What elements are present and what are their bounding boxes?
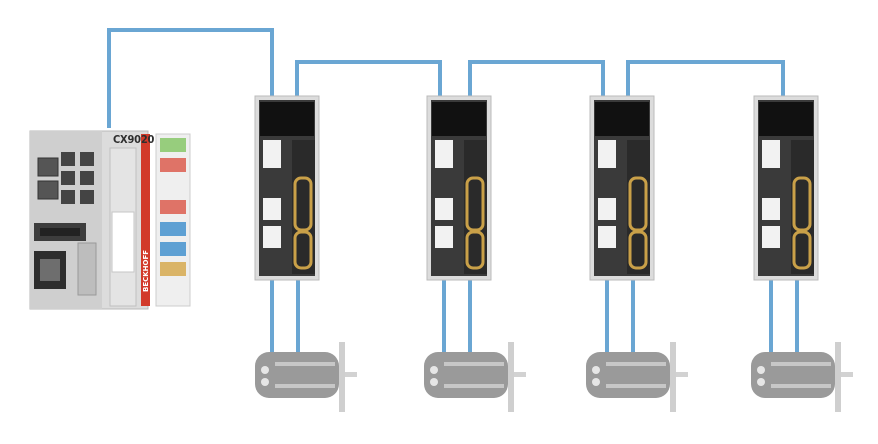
controller-status-panel (111, 211, 135, 273)
io-terminal-1 (160, 138, 186, 152)
plc-controller: BECKHOFF (29, 130, 191, 310)
usb-port-5 (61, 190, 75, 204)
ethernet-port-1 (37, 157, 59, 177)
controller-model-label: CX9020 (113, 133, 155, 146)
motor-flange (508, 342, 514, 412)
drive-connector-panel (292, 140, 315, 274)
motor-port-2 (592, 378, 600, 386)
motor-body (586, 352, 670, 398)
usb-port-2 (80, 152, 94, 166)
motor-port-2 (757, 378, 765, 386)
motor-port-2 (430, 378, 438, 386)
drive-db-connector-lower (293, 230, 313, 270)
drive-db-connector-upper (628, 176, 648, 232)
cable-drive-3-to-drive-4 (626, 60, 785, 96)
network-cables (107, 28, 799, 352)
usb-port-6 (80, 190, 94, 204)
motor-fin-2 (606, 384, 666, 388)
servo-motor-3 (586, 342, 688, 412)
servo-motor-1 (255, 342, 357, 412)
motor-fin-1 (275, 362, 335, 366)
motor-body (255, 352, 339, 398)
motor-fin-2 (275, 384, 335, 388)
motor-port-1 (757, 366, 765, 374)
dvi-pins (40, 228, 80, 236)
servo-motor-4 (751, 342, 853, 412)
drive-db-connector-upper (465, 176, 485, 232)
drive-display (432, 102, 486, 136)
servo-motors (255, 342, 853, 412)
drive-db-connector-lower (792, 230, 812, 270)
cf-card-slot (77, 242, 97, 296)
cable-drive-2-to-drive-3 (468, 60, 605, 96)
motor-flange (835, 342, 841, 412)
motor-fin-2 (444, 384, 504, 388)
drive-terminal-block-2 (598, 198, 616, 220)
motor-shaft (514, 372, 526, 377)
drive-connector-panel (791, 140, 814, 274)
cable-drive-1-to-drive-2 (295, 60, 442, 96)
motor-flange (670, 342, 676, 412)
ethernet-port-2 (37, 180, 59, 200)
drive-connector-panel (627, 140, 650, 274)
io-terminal-2 (160, 158, 186, 172)
drive-db-connector-lower (628, 230, 648, 270)
drive-connector-panel (464, 140, 487, 274)
usb-port-4 (80, 171, 94, 185)
drive-terminal-block-2 (435, 198, 453, 220)
drive-terminal-block-3 (263, 226, 281, 248)
usb-port-1 (61, 152, 75, 166)
controller-brand-stripe (141, 134, 150, 306)
io-terminal-4 (160, 222, 186, 236)
drive-terminal-block-2 (263, 198, 281, 220)
motor-body (751, 352, 835, 398)
drive-terminal-block-1 (762, 140, 780, 168)
drive-db-connector-upper (293, 176, 313, 232)
drive-display (260, 102, 314, 136)
drive-db-connector-lower (465, 230, 485, 270)
drive-terminal-block-3 (435, 226, 453, 248)
drive-terminal-block-3 (598, 226, 616, 248)
drive-display (595, 102, 649, 136)
controller-brand-label: BECKHOFF (142, 250, 150, 292)
drive-terminal-block-3 (762, 226, 780, 248)
motor-body (424, 352, 508, 398)
motor-port-1 (261, 366, 269, 374)
usb-port-3 (61, 171, 75, 185)
motor-fin-2 (771, 384, 831, 388)
io-terminal-5 (160, 242, 186, 256)
drive-terminal-block-1 (598, 140, 616, 168)
io-terminal-3 (160, 200, 186, 214)
motor-shaft (676, 372, 688, 377)
servo-drive-4 (753, 95, 819, 281)
motor-port-1 (430, 366, 438, 374)
motor-flange (339, 342, 345, 412)
drive-terminal-block-1 (263, 140, 281, 168)
drive-terminal-block-2 (762, 198, 780, 220)
motor-fin-1 (606, 362, 666, 366)
motor-port-1 (592, 366, 600, 374)
drive-terminal-block-1 (435, 140, 453, 168)
motor-shaft (345, 372, 357, 377)
drive-db-connector-upper (792, 176, 812, 232)
serial-port-face (40, 259, 60, 281)
servo-drive-3 (589, 95, 655, 281)
servo-drive-1 (254, 95, 320, 281)
motor-port-2 (261, 378, 269, 386)
motor-fin-1 (444, 362, 504, 366)
cable-controller-to-drive-1 (107, 28, 274, 128)
servo-drive-2 (426, 95, 492, 281)
servo-drives (254, 95, 819, 281)
motor-shaft (841, 372, 853, 377)
io-terminal-6 (160, 262, 186, 276)
servo-motor-2 (424, 342, 526, 412)
motor-fin-1 (771, 362, 831, 366)
drive-display (759, 102, 813, 136)
